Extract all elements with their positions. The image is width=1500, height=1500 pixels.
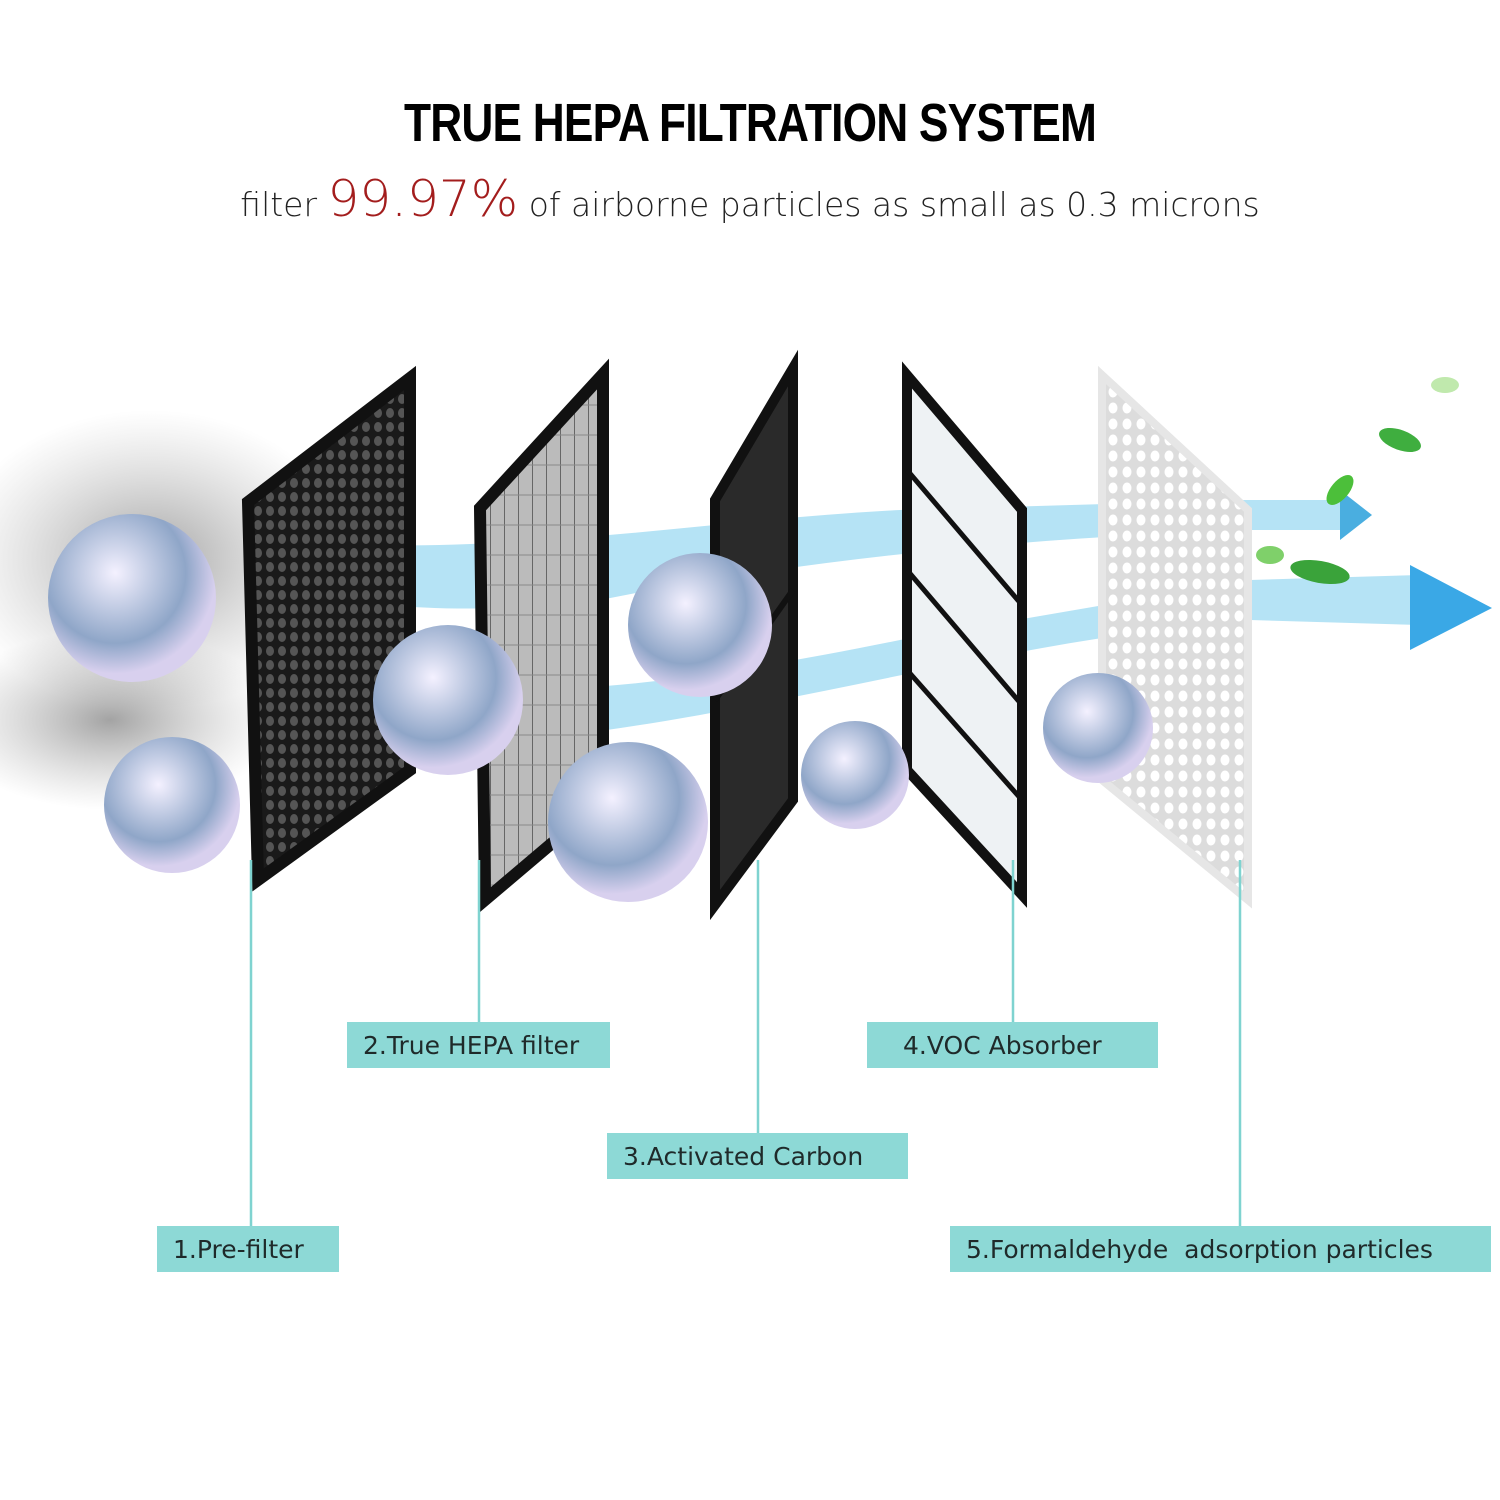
label-formaldehyde-adsorption: 5.Formaldehyde adsorption particles: [950, 1226, 1491, 1272]
leaf-icon: [1290, 559, 1350, 585]
arrow-head-icon: [1410, 565, 1492, 650]
label-true-hepa-filter: 2.True HEPA filter: [347, 1022, 610, 1068]
label-activated-carbon: 3.Activated Carbon: [607, 1133, 908, 1179]
leaf-icon: [1256, 546, 1284, 564]
leaf-icon: [1379, 427, 1421, 453]
arrow-head-icon: [1340, 490, 1372, 540]
efficiency-percentage: 99.97%: [327, 170, 519, 228]
leaf-icon: [1326, 475, 1354, 505]
pet-dander-bubble: [48, 514, 216, 682]
subtitle-suffix: of airborne particles as small as 0.3 mi…: [528, 185, 1260, 224]
page-title: TRUE HEPA FILTRATION SYSTEM: [403, 93, 1097, 153]
fire-smoke-bubble: [104, 737, 240, 873]
industrial-smoke-bubble: [548, 742, 708, 902]
formaldehyde-panel: [1098, 365, 1252, 909]
subtitle-prefix: filter: [240, 185, 318, 224]
pre-filter-panel: [241, 365, 416, 892]
paint-fumes-bubble: [1043, 673, 1153, 783]
cooking-fumes-bubble: [628, 553, 772, 697]
leaf-icon: [1431, 377, 1459, 393]
cigarette-smoke-bubble: [801, 721, 909, 829]
label-pre-filter: 1.Pre-filter: [157, 1226, 339, 1272]
label-voc-absorber: 4.VOC Absorber: [867, 1022, 1158, 1068]
pollen-bubble: [373, 625, 523, 775]
subtitle: filter 99.97% of airborne particles as s…: [0, 170, 1500, 228]
